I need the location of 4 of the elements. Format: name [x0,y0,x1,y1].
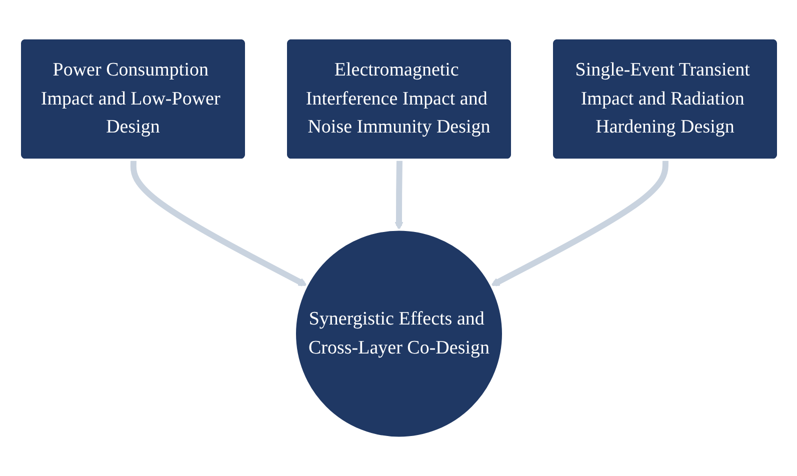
arrow [490,160,668,286]
node-circle: Synergistic Effects and Cross-Layer Co-Design [294,228,504,439]
arrow [394,160,403,230]
arrow [130,160,307,286]
